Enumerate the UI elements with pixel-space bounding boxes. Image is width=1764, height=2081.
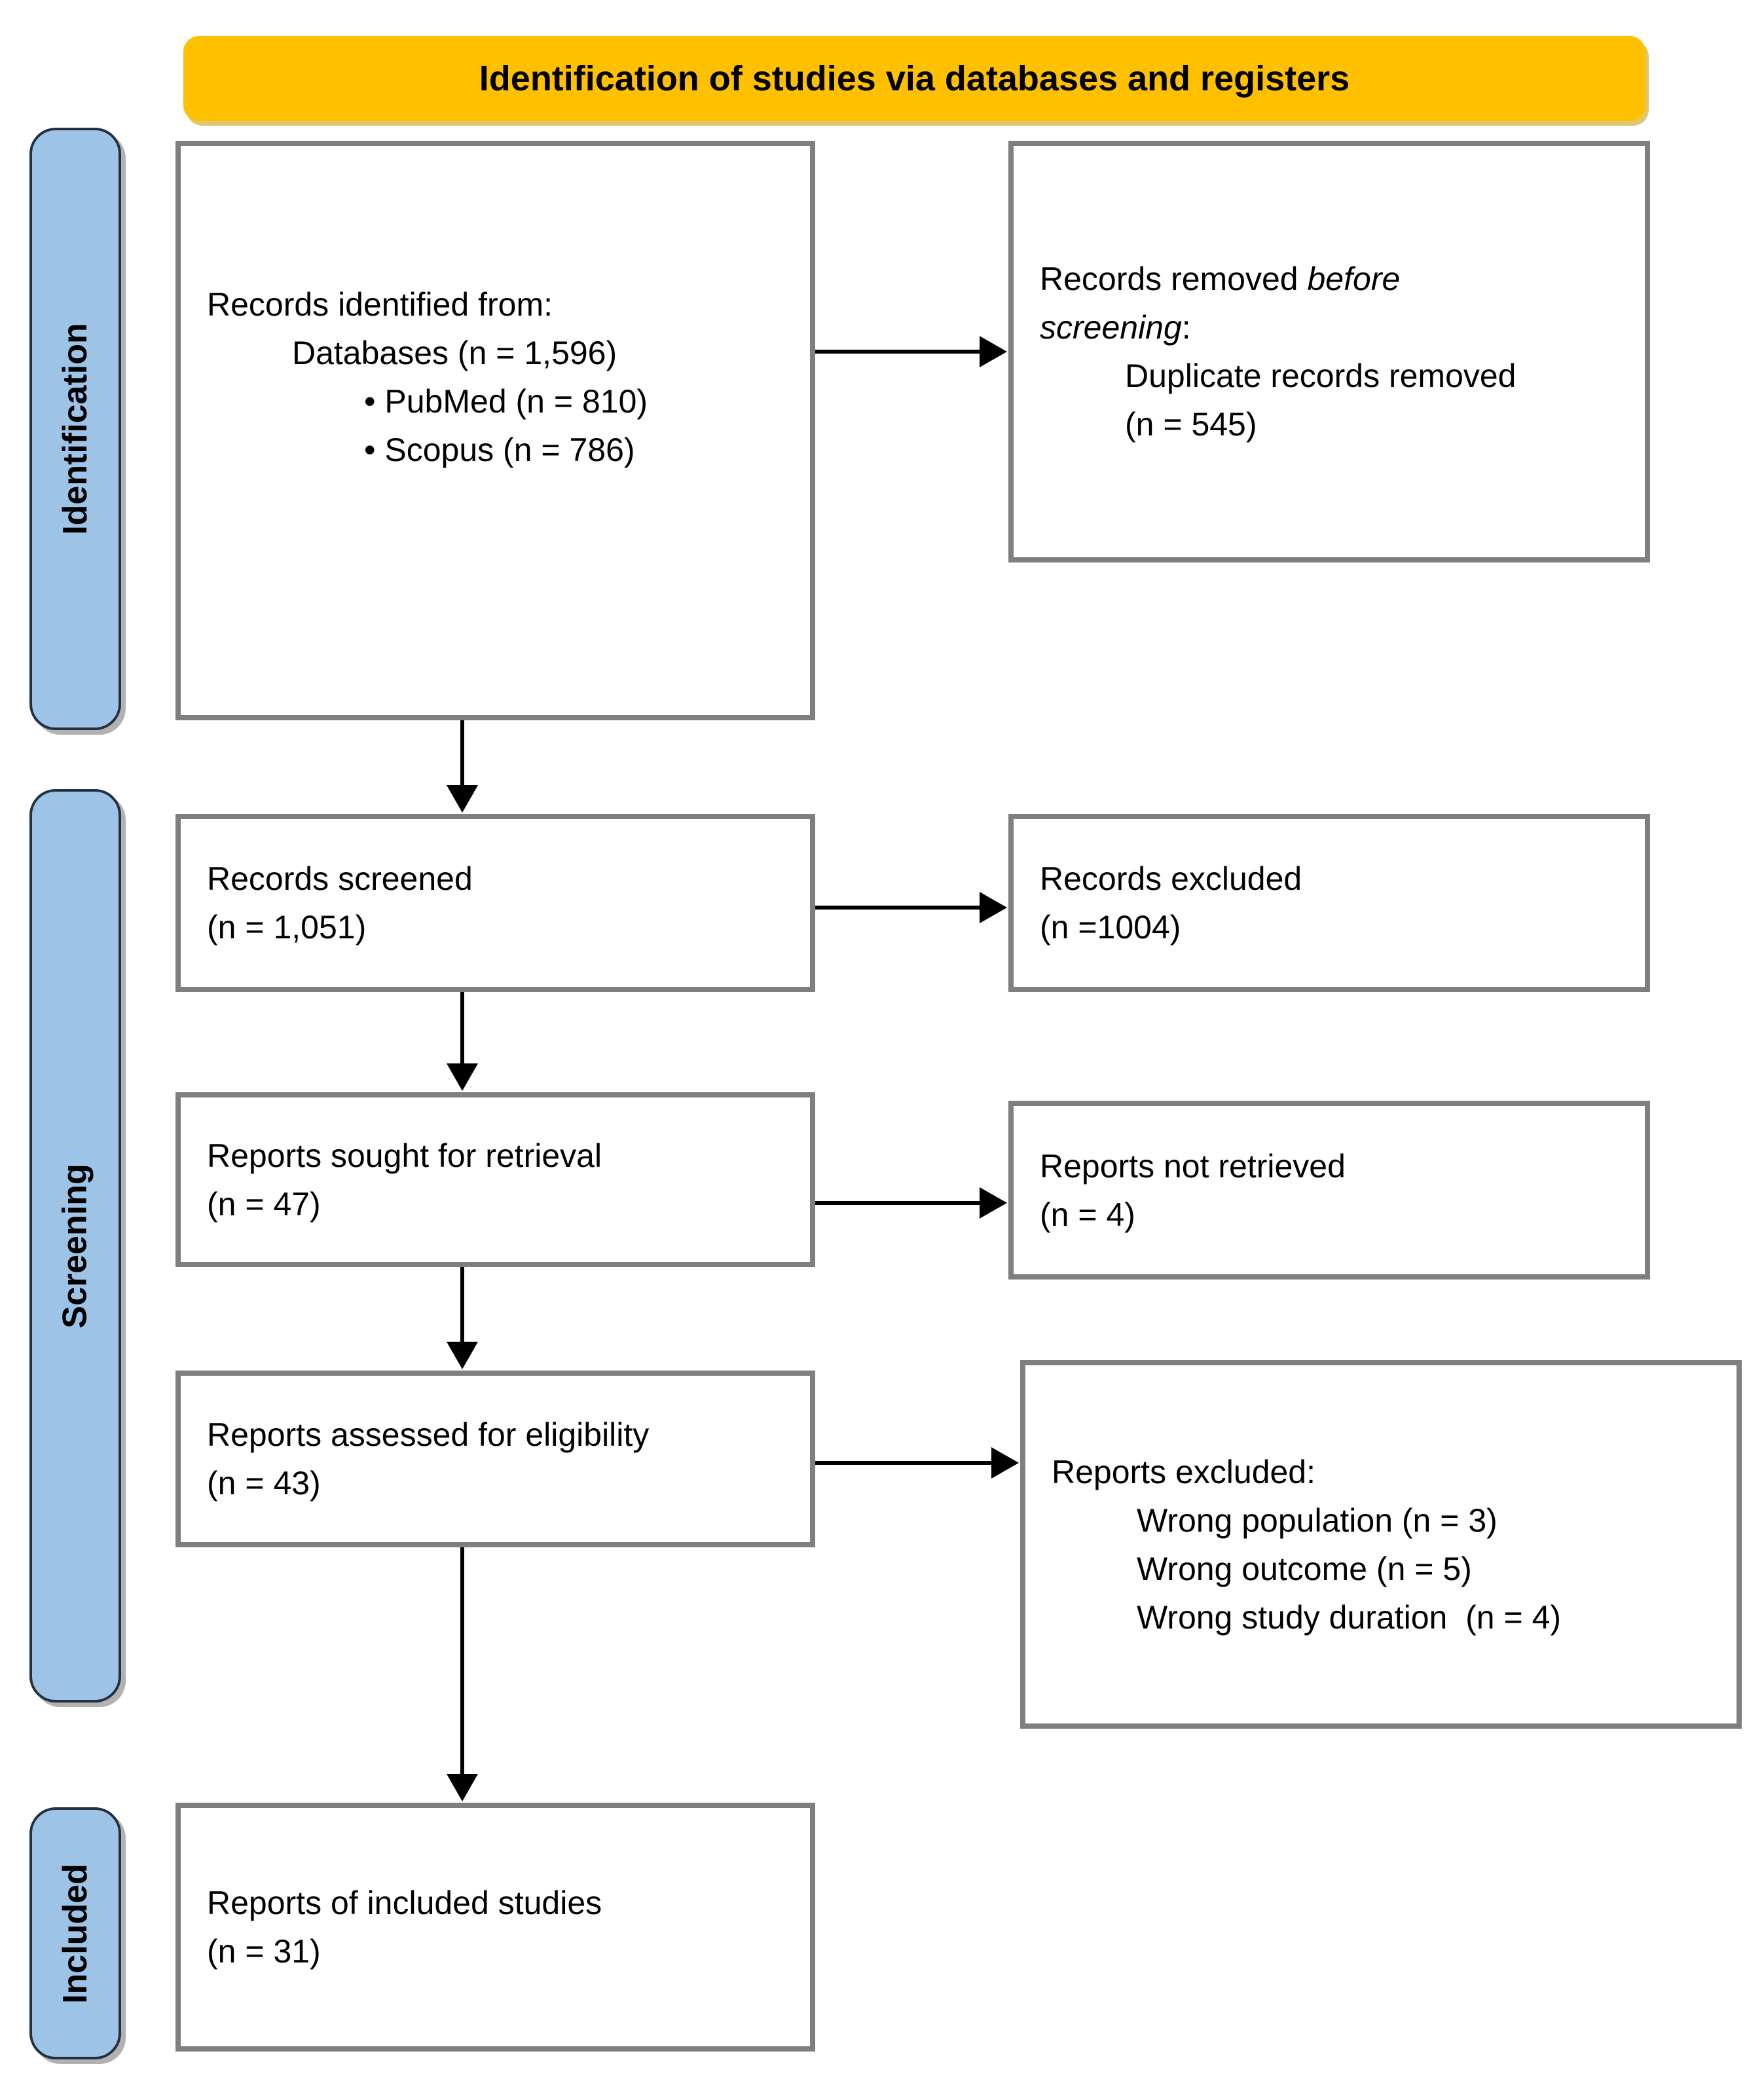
box-line-text: Records removed — [1040, 261, 1308, 297]
box-line: Records screened — [207, 860, 473, 897]
box-reports-sought-for-retrieval: Reports sought for retrieval (n = 47) — [175, 1092, 815, 1267]
box-line: (n =1004) — [1040, 909, 1181, 946]
box-reports-excluded-reasons: Reports excluded: Wrong population (n = … — [1020, 1360, 1742, 1729]
box-line: Records identified from: — [207, 286, 553, 323]
box-line: (n = 43) — [207, 1465, 321, 1501]
box-reports-not-retrieved: Reports not retrieved (n = 4) — [1008, 1101, 1650, 1280]
box-line-text: : — [1181, 309, 1191, 346]
box-line: (n = 4) — [1040, 1196, 1135, 1233]
banner-title-text: Identification of studies via databases … — [479, 59, 1350, 98]
stage-screening-label: Screening — [56, 1163, 95, 1329]
stage-included: Included — [29, 1807, 121, 2059]
box-line-bullet: • Scopus (n = 786) — [364, 432, 635, 468]
box-line: Wrong study duration (n = 4) — [1137, 1598, 1562, 1636]
box-line: (n = 47) — [207, 1185, 321, 1223]
box-line: Duplicate records removed — [1125, 358, 1516, 394]
box-line: Databases (n = 1,596) — [292, 335, 617, 371]
box-line: (n = 545) — [1125, 406, 1257, 443]
box-line: Reports excluded: — [1052, 1453, 1316, 1490]
box-line-italic: before — [1307, 261, 1401, 297]
box-reports-of-included-studies: Reports of included studies (n = 31) — [175, 1803, 815, 2052]
banner-title: Identification of studies via databases … — [183, 36, 1645, 121]
box-line: Reports sought for retrieval — [207, 1137, 602, 1174]
box-line: (n = 1,051) — [207, 909, 367, 946]
box-line: Reports of included studies — [207, 1885, 602, 1921]
box-line: Wrong population (n = 3) — [1137, 1501, 1498, 1539]
box-line: Wrong outcome (n = 5) — [1137, 1550, 1472, 1587]
stage-identification: Identification — [29, 128, 121, 730]
box-line: Records removed before — [1040, 255, 1628, 303]
box-line: (n = 31) — [207, 1933, 321, 1970]
box-line: Records excluded — [1040, 860, 1302, 897]
box-reports-assessed-for-eligibility: Reports assessed for eligibility (n = 43… — [175, 1371, 815, 1547]
box-records-excluded: Records excluded (n =1004) — [1008, 814, 1650, 992]
stage-included-label: Included — [56, 1863, 95, 2004]
box-records-removed-before-screening: Records removed before screening: Duplic… — [1008, 141, 1650, 562]
box-records-screened: Records screened (n = 1,051) — [175, 814, 815, 992]
box-line: Reports not retrieved — [1040, 1147, 1346, 1185]
box-records-identified: Records identified from: Databases (n = … — [175, 141, 815, 720]
box-line: Reports assessed for eligibility — [207, 1416, 650, 1453]
box-line: screening: — [1040, 303, 1628, 352]
box-line-italic: screening — [1040, 309, 1182, 346]
box-line-bullet: • PubMed (n = 810) — [364, 383, 648, 420]
stage-screening: Screening — [29, 789, 121, 1703]
stage-identification-label: Identification — [56, 323, 94, 535]
